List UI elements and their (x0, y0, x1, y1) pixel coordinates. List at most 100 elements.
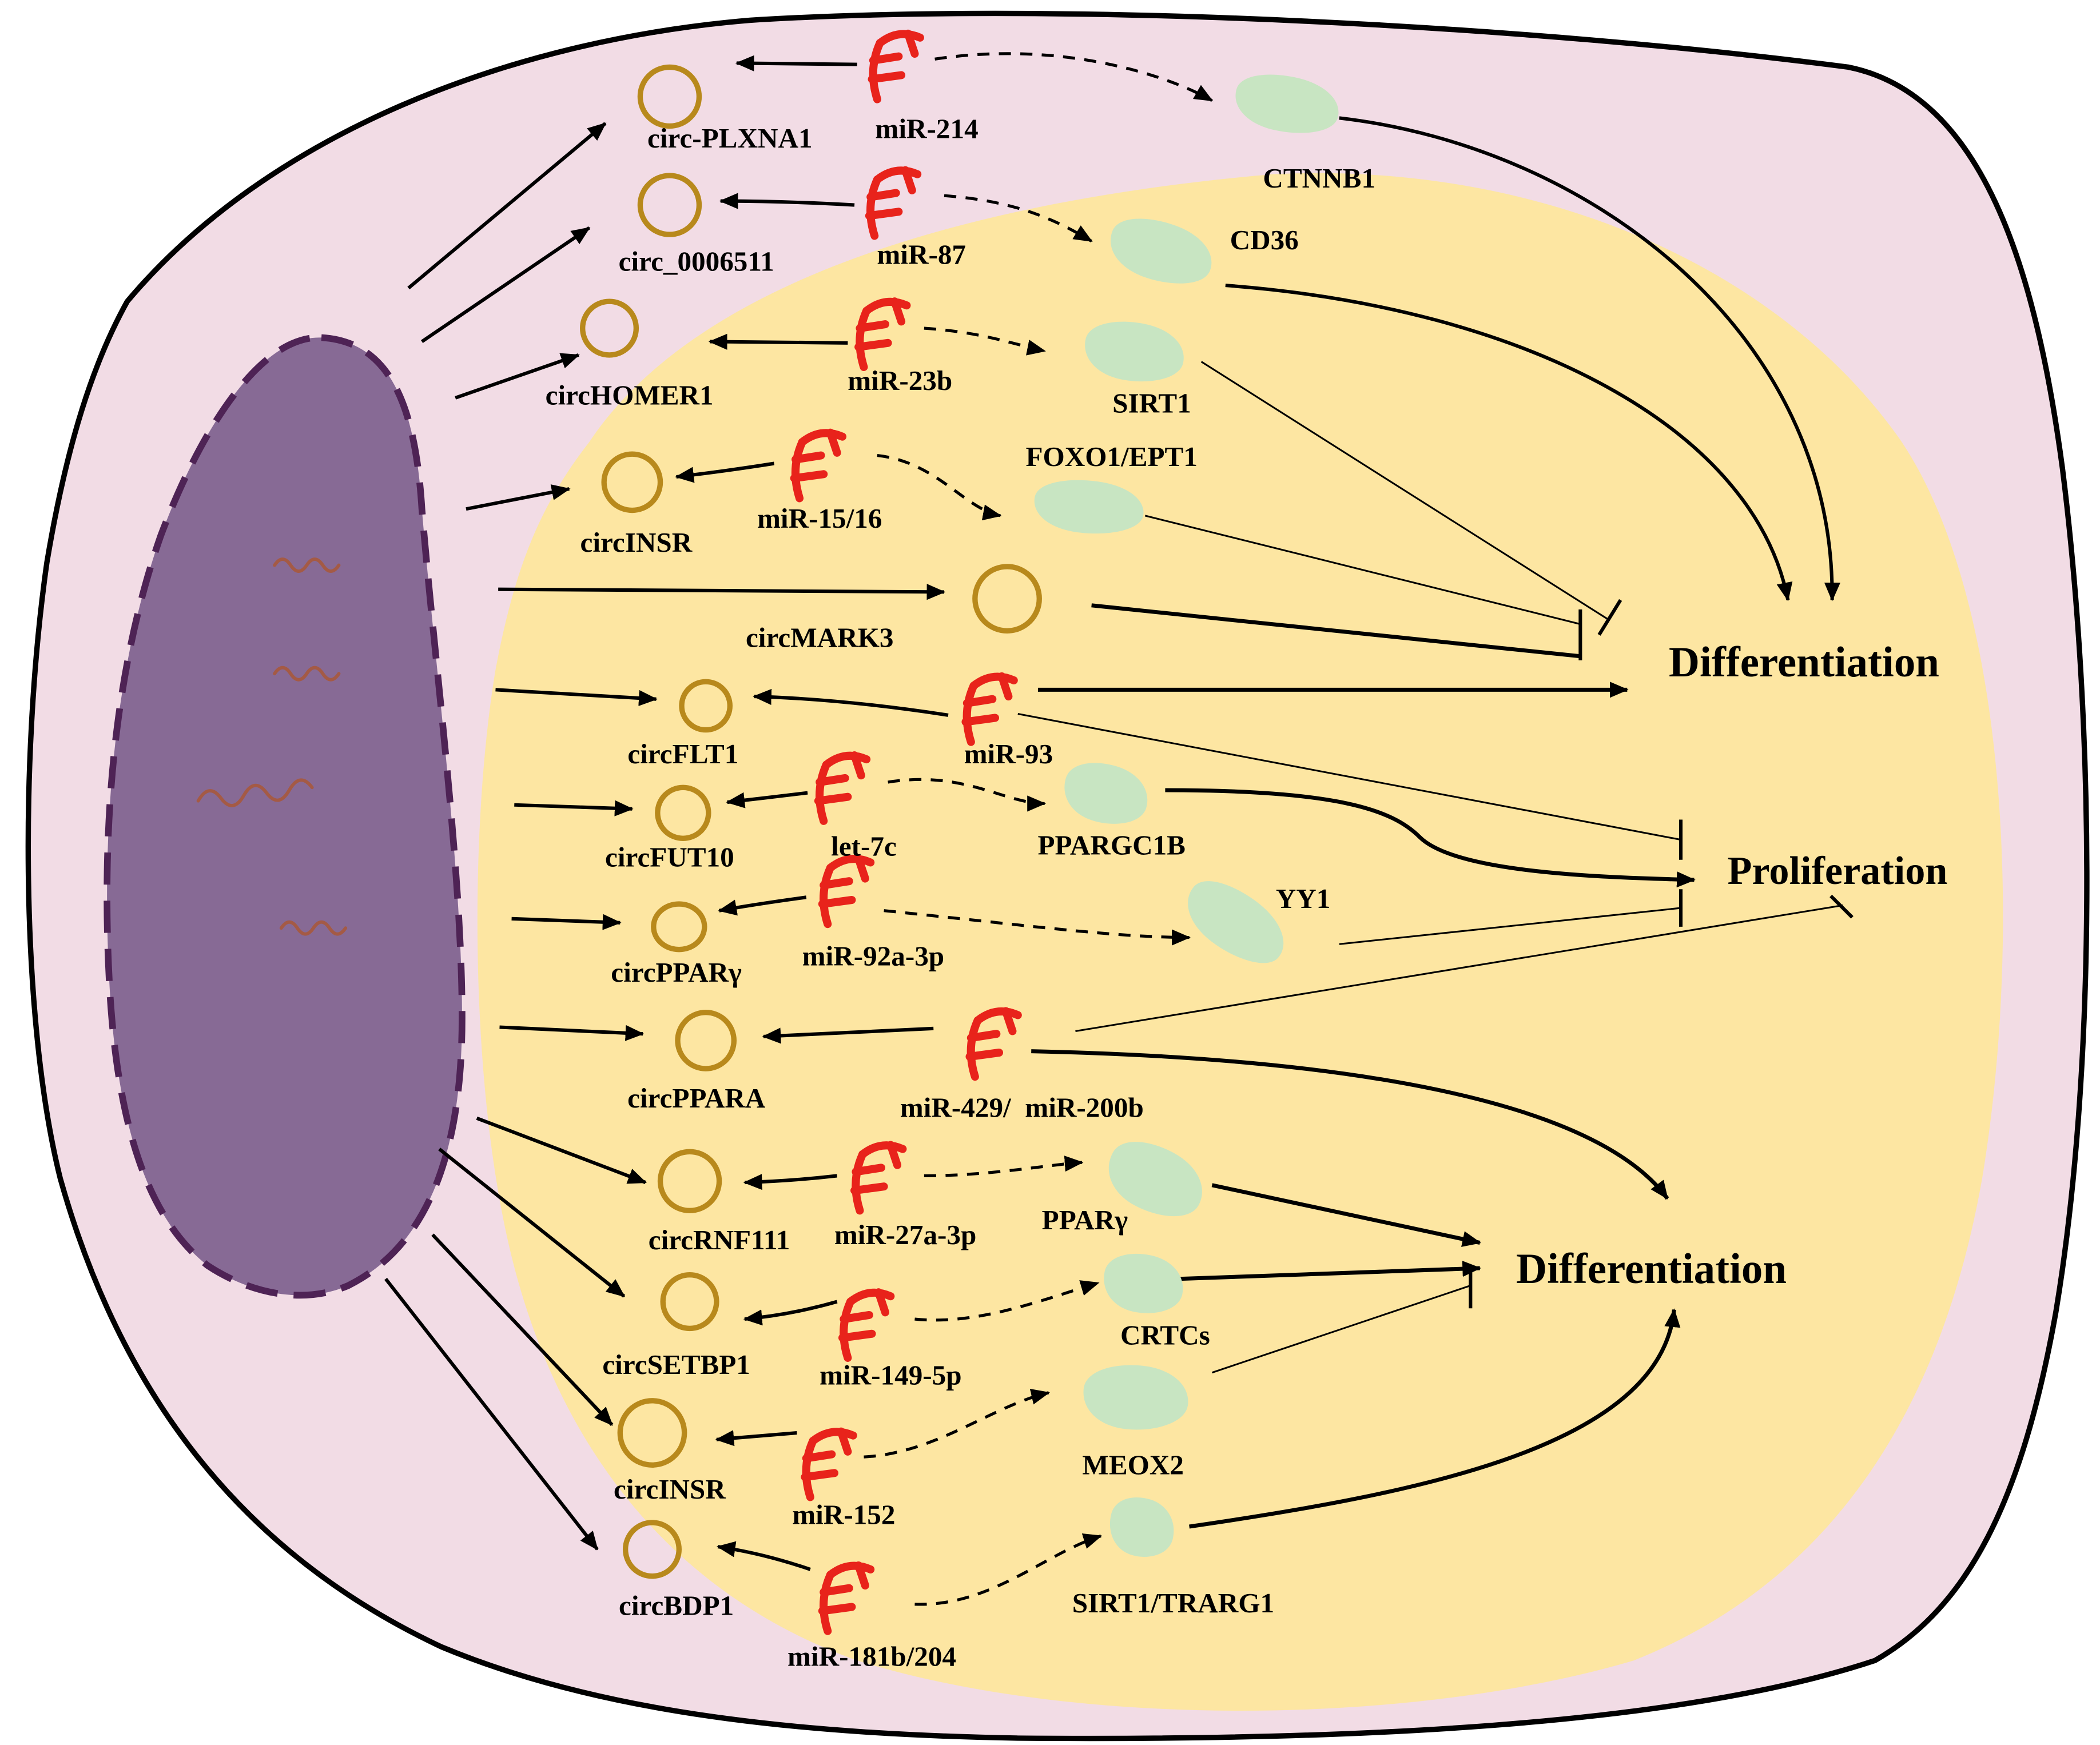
mirna-label: miR-23b (848, 365, 952, 396)
inhibition-line-circmark3 (1091, 603, 1581, 659)
circrna-ring-icon (601, 451, 663, 513)
circrna-ring-icon (637, 64, 702, 129)
circrna-ring-icon (655, 784, 711, 841)
dna-strands (196, 557, 348, 936)
dashed-arrow-mirna-to-target (934, 52, 1214, 102)
mirna-label: miR-429/ miR-200b (900, 1091, 1144, 1123)
circrna-label: circHOMER1 (546, 380, 714, 411)
arrow-nucleus-to-circrna (498, 584, 946, 600)
arrow-mirna-to-circrna (726, 791, 808, 808)
circrna-ring-icon (580, 298, 639, 358)
inhibition-line-foxo1 (1144, 515, 1581, 626)
mirna-label: miR-15/16 (757, 503, 882, 534)
dashed-arrow-mirna-to-target (884, 909, 1191, 946)
circrna-label: circBDP1 (619, 1590, 734, 1622)
arrow-mir429-to-differentiation (1031, 1049, 1669, 1200)
mirna-label: miR-149-5p (820, 1360, 962, 1391)
protein-label: MEOX2 (1082, 1449, 1184, 1481)
protein-label: CTNNB1 (1263, 162, 1375, 194)
inhibition-line-sirt1 (1200, 361, 1608, 620)
circrna-ring-icon (675, 1010, 737, 1071)
transcription-arrows (384, 122, 946, 1551)
arrow-ppargc1b-to-proliferation (1165, 788, 1696, 888)
dashed-arrow-mirna-to-target (914, 1280, 1100, 1322)
arrow-mirna-to-circrna (675, 461, 775, 483)
inhibition-line-mir429 (1075, 904, 1843, 1033)
arrow-mirna-to-circrna (719, 193, 855, 209)
circrna-ring-icon (679, 679, 733, 733)
arrow-cd36-to-differentiation (1225, 284, 1793, 601)
target-arrows (864, 52, 1214, 1606)
nucleus (104, 334, 466, 1299)
outcome-differentiation-upper: Differentiation (1669, 639, 1939, 686)
arrow-mirna-to-circrna (716, 1541, 811, 1571)
protein-label: PPARGC1B (1037, 829, 1186, 860)
circrna-ring-icon (660, 1272, 719, 1332)
circrna-label: circ-PLXNA1 (647, 122, 812, 154)
circrna-label: circFLT1 (627, 738, 738, 770)
arrow-ctnnb1-to-differentiation (1339, 116, 1840, 601)
arrow-mirna-to-circrna (762, 1026, 934, 1044)
circrna-label: circMARK3 (746, 621, 893, 653)
outcome-differentiation-lower: Differentiation (1516, 1245, 1787, 1293)
protein-labels: CTNNB1 CD36 SIRT1 FOXO1/EPT1 PPARGC1B YY… (1026, 162, 1376, 1619)
dashed-arrow-mirna-to-target (914, 1533, 1103, 1606)
mirna-label: miR-93 (964, 738, 1053, 770)
arrow-nucleus-to-circrna (495, 688, 658, 706)
arrow-nucleus-to-circrna (511, 914, 622, 930)
arrow-nucleus-to-circrna (514, 800, 634, 816)
circrna-rings (580, 64, 1042, 1579)
arrow-mirna-to-circrna (735, 55, 857, 71)
mirna-label: miR-181b/204 (788, 1641, 956, 1672)
arrow-nucleus-to-circrna (407, 122, 607, 290)
mirna-label: miR-214 (875, 113, 978, 145)
outcome-labels: Differentiation Proliferation Differenti… (1516, 639, 1948, 1293)
circrna-ring-icon (617, 1398, 687, 1468)
arrow-nucleus-to-circrna (499, 1025, 645, 1041)
arrow-nucleus-to-circrna (466, 484, 571, 511)
outcome-connections (1017, 116, 1854, 1529)
arrow-nucleus-to-circrna (455, 353, 580, 400)
protein-label: SIRT1 (1112, 388, 1191, 419)
arrow-nucleus-to-circrna (431, 1233, 614, 1427)
circrna-label: circPPARγ (611, 957, 742, 988)
circrna-ring-icon (622, 1520, 682, 1579)
arrow-ppar-gamma-to-differentiation (1211, 1183, 1482, 1247)
nucleus-body (104, 334, 466, 1299)
inhibition-line-meox2 (1211, 1285, 1471, 1374)
circrna-label: circRNF111 (649, 1224, 790, 1256)
circrna-label: circ_0006511 (619, 245, 774, 277)
circrna-ring-icon (972, 564, 1042, 634)
circrna-ring-icon (651, 901, 707, 953)
inhibition-bar (1829, 894, 1854, 919)
circrna-label: circFUT10 (605, 841, 734, 872)
circrna-label: circPPARA (627, 1082, 766, 1114)
arrow-nucleus-to-circrna (438, 1148, 626, 1298)
dna-squiggle (273, 666, 341, 682)
dna-squiggle (273, 557, 341, 573)
arrow-nucleus-to-circrna (384, 1277, 599, 1551)
protein-label: PPARγ (1042, 1204, 1128, 1236)
circrna-ring-icon (637, 173, 702, 237)
arrow-nucleus-to-circrna (476, 1116, 647, 1184)
circrna-label: circINSR (614, 1473, 726, 1505)
protein-label: SIRT1/TRARG1 (1072, 1587, 1274, 1619)
inhibition-line-yy1 (1339, 907, 1681, 945)
circrna-ring-icon (657, 1149, 722, 1213)
mirna-labels: miR-214 miR-87 miR-23b miR-15/16 miR-93 … (757, 113, 1144, 1672)
arrow-sirt1-trarg1-to-differentiation (1189, 1308, 1681, 1529)
inhibition-bar (1597, 599, 1622, 636)
circrna-label: circINSR (580, 527, 693, 558)
protein-label: CRTCs (1120, 1319, 1210, 1350)
arrow-mirna-to-circrna (715, 1430, 797, 1447)
outcome-proliferation: Proliferation (1728, 848, 1948, 893)
arrow-crtcs-to-differentiation (1178, 1261, 1482, 1281)
mirna-label: miR-87 (877, 239, 966, 270)
arrow-mirna-to-circrna (743, 1300, 838, 1326)
mirna-label: miR-27a-3p (834, 1219, 976, 1250)
mirna-label: miR-152 (792, 1499, 895, 1530)
arrow-mirna-to-circrna (753, 688, 949, 717)
circrna-labels: circ-PLXNA1 circ_0006511 circHOMER1 circ… (546, 122, 894, 1622)
mirna-label: miR-92a-3p (802, 941, 945, 972)
